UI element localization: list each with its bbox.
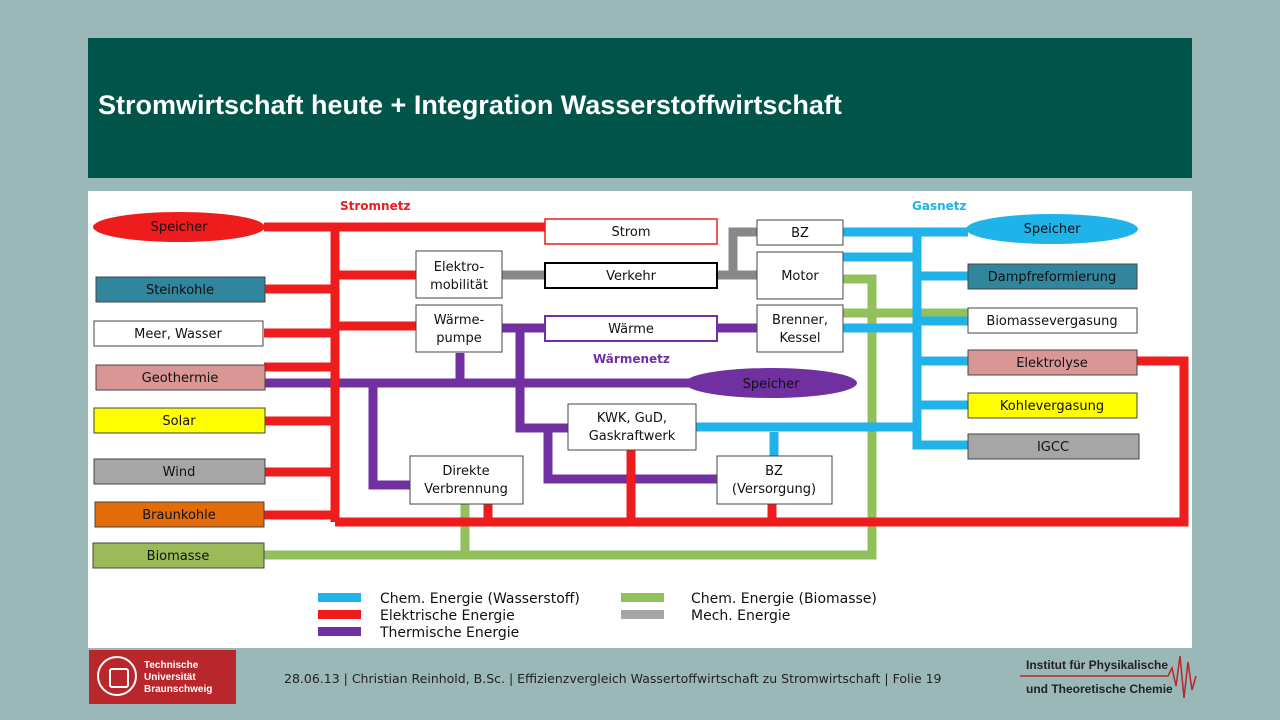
strom-storage: Speicher [93,212,265,242]
box-verkehr: Verkehr [544,262,718,289]
svg-text:Elektro-: Elektro- [434,260,485,275]
box-strom: Strom [544,218,718,245]
legend-swatch-biomasse [621,593,664,602]
waermenetz-label: Wärmenetz [593,352,670,366]
svg-text:BZ: BZ [791,226,809,241]
svg-text:Gaskraftwerk: Gaskraftwerk [589,429,676,444]
svg-text:Steinkohle: Steinkohle [146,283,214,298]
svg-text:Elektrolyse: Elektrolyse [1016,356,1088,371]
legend-elektrisch: Elektrische Energie [380,608,515,624]
tu-braunschweig-logo: Technische Universität Braunschweig [89,650,236,704]
gasnetz-label: Gasnetz [912,199,967,213]
waerme-storage: Speicher [685,368,857,398]
energy-flow-diagram: Stromnetz Gasnetz Wärmenetz Speicher Spe… [88,191,1192,648]
svg-text:Biomasse: Biomasse [147,549,210,564]
box-waerme: Wärme [544,315,718,342]
source-braunkohle: Braunkohle [94,501,265,528]
svg-text:IGCC: IGCC [1037,440,1069,455]
svg-text:Speicher: Speicher [743,377,800,392]
svg-text:pumpe: pumpe [436,331,481,346]
electrical-lines [264,222,1189,527]
svg-text:BZ: BZ [765,464,783,479]
svg-text:Direkte: Direkte [442,464,489,479]
svg-text:Speicher: Speicher [151,220,208,235]
source-biomasse: Biomasse [92,542,265,569]
box-bz-versorgung: BZ (Versorgung) [716,455,833,505]
legend-thermisch: Thermische Energie [379,625,519,641]
gas-kohlevergasung: Kohlevergasung [967,392,1138,419]
header-bar: Stromwirtschaft heute + Integration Wass… [88,38,1192,178]
svg-text:Verkehr: Verkehr [606,269,657,284]
gas-elektrolyse: Elektrolyse [967,349,1138,376]
slide-title: Stromwirtschaft heute + Integration Wass… [98,90,842,120]
svg-text:Wärme-: Wärme- [434,313,485,328]
source-solar: Solar [93,407,266,434]
source-meer-wasser: Meer, Wasser [93,320,264,347]
source-steinkohle: Steinkohle [95,276,266,303]
legend-biomasse: Chem. Energie (Biomasse) [691,591,877,607]
gas-biomassevergasung: Biomassevergasung [967,307,1138,334]
svg-text:Wind: Wind [163,465,196,480]
legend-swatch-mechanisch [621,610,664,619]
legend-swatch-wasserstoff [318,593,361,602]
seal-icon [97,656,137,696]
source-wind: Wind [93,458,266,485]
svg-text:mobilität: mobilität [430,278,488,293]
svg-text:Speicher: Speicher [1024,222,1081,237]
svg-text:(Versorgung): (Versorgung) [732,482,816,497]
box-brenner-kessel: Brenner, Kessel [756,304,844,353]
gas-storage: Speicher [966,214,1138,244]
box-bz: BZ [756,219,844,246]
legend-swatch-thermisch [318,627,361,636]
svg-text:Solar: Solar [162,414,196,429]
svg-text:Kohlevergasung: Kohlevergasung [1000,399,1104,414]
svg-text:Verbrennung: Verbrennung [424,482,508,497]
legend-wasserstoff: Chem. Energie (Wasserstoff) [380,591,580,607]
wave-icon [1020,655,1197,699]
svg-text:Brenner,: Brenner, [772,313,828,328]
svg-text:KWK, GuD,: KWK, GuD, [597,411,667,426]
svg-text:Wärme: Wärme [608,322,654,337]
svg-text:Dampfreformierung: Dampfreformierung [988,270,1117,285]
svg-text:Motor: Motor [781,269,819,284]
svg-text:Geothermie: Geothermie [142,371,219,386]
svg-text:Strom: Strom [611,225,650,240]
svg-text:Meer, Wasser: Meer, Wasser [134,327,222,342]
gas-dampfreformierung: Dampfreformierung [967,263,1138,290]
box-waermepumpe: Wärme- pumpe [415,304,503,353]
footer-text: 28.06.13 | Christian Reinhold, B.Sc. | E… [284,671,942,686]
box-kwk: KWK, GuD, Gaskraftwerk [567,403,697,451]
legend-swatch-elektrisch [318,610,361,619]
gas-igcc: IGCC [967,433,1140,460]
legend-mechanisch: Mech. Energie [691,608,790,624]
hydrogen-lines [695,227,968,457]
stromnetz-label: Stromnetz [340,199,410,213]
institute-logo: Institut für Physikalische und Theoretis… [1018,652,1198,704]
box-elektromobilitaet: Elektro- mobilität [415,250,503,299]
mechanical-lines [501,227,757,280]
svg-text:Kessel: Kessel [779,331,820,346]
biomass-lines [264,274,968,560]
svg-text:Braunkohle: Braunkohle [142,508,216,523]
svg-text:Biomassevergasung: Biomassevergasung [986,314,1117,329]
box-motor: Motor [756,251,844,300]
legend: Chem. Energie (Wasserstoff) Elektrische … [318,591,877,641]
source-geothermie: Geothermie [95,364,266,391]
box-direkte-verbrennung: Direkte Verbrennung [409,455,524,505]
